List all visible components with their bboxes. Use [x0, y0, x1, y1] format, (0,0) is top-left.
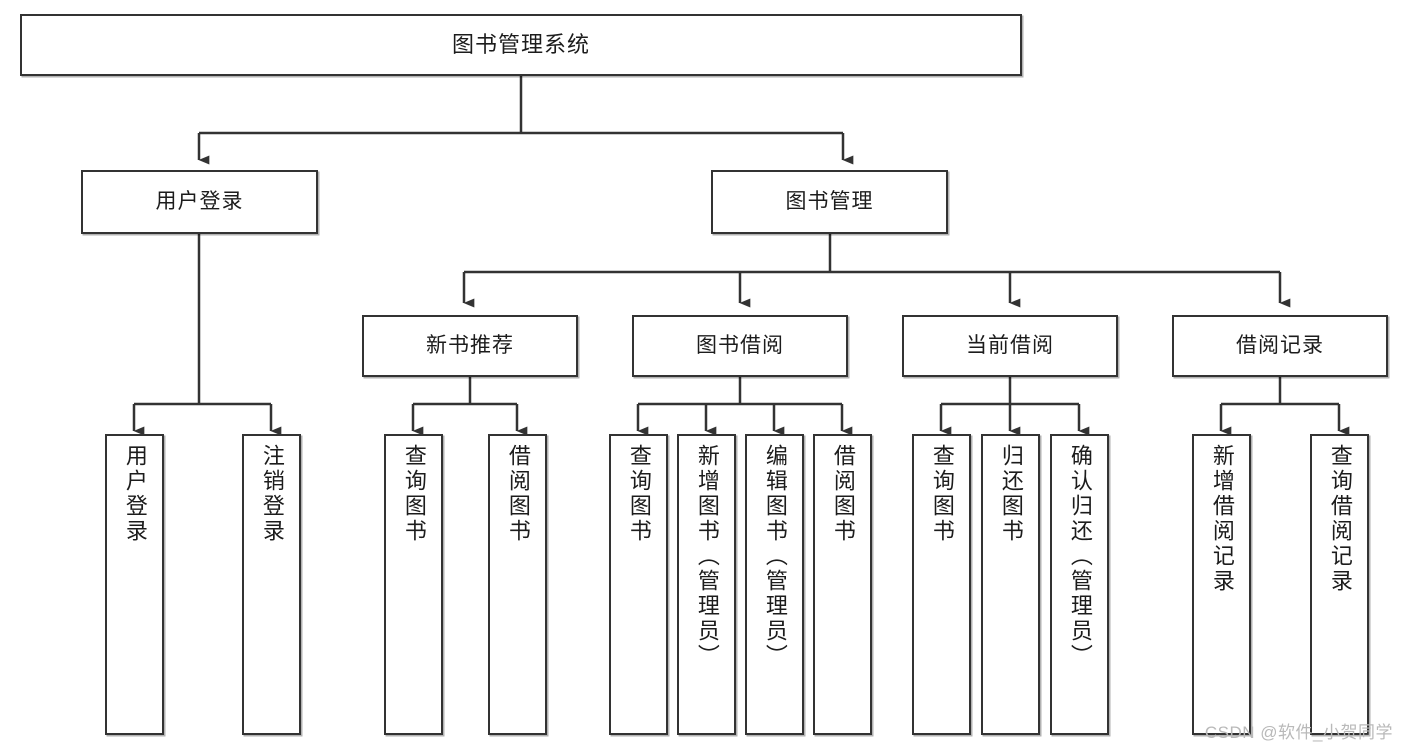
node-leaf-user-logout[interactable]: 注销登录: [242, 434, 301, 735]
node-label: 归还图书: [998, 444, 1024, 544]
node-label: 查询图书: [929, 444, 955, 544]
node-label: 借阅记录: [1236, 333, 1324, 357]
node-label: 新增图书（管理员）: [694, 444, 720, 669]
node-label: 查询图书: [626, 444, 652, 544]
node-leaf-add-record[interactable]: 新增借阅记录: [1192, 434, 1251, 735]
node-label: 用户登录: [155, 189, 244, 213]
node-leaf-query-book-3[interactable]: 查询图书: [912, 434, 971, 735]
node-user-login[interactable]: 用户登录: [81, 170, 318, 234]
node-label: 新增借阅记录: [1209, 444, 1235, 594]
node-leaf-return-book[interactable]: 归还图书: [981, 434, 1040, 735]
node-leaf-query-record[interactable]: 查询借阅记录: [1310, 434, 1369, 735]
node-label: 借阅图书: [830, 444, 856, 544]
node-label: 新书推荐: [426, 333, 514, 357]
node-label: 图书借阅: [696, 333, 784, 357]
node-leaf-confirm-return[interactable]: 确认归还（管理员）: [1050, 434, 1109, 735]
node-label: 用户登录: [122, 444, 148, 544]
node-label: 借阅图书: [505, 444, 531, 544]
node-label: 查询图书: [401, 444, 427, 544]
node-leaf-add-book[interactable]: 新增图书（管理员）: [677, 434, 736, 735]
node-label: 查询借阅记录: [1327, 444, 1353, 594]
node-label: 编辑图书（管理员）: [762, 444, 788, 669]
node-new-book-recommend[interactable]: 新书推荐: [362, 315, 578, 377]
node-root-system[interactable]: 图书管理系统: [20, 14, 1022, 76]
node-label: 图书管理系统: [451, 32, 590, 58]
node-leaf-query-book-2[interactable]: 查询图书: [609, 434, 668, 735]
node-book-manage[interactable]: 图书管理: [711, 170, 948, 234]
node-book-borrow[interactable]: 图书借阅: [632, 315, 848, 377]
node-label: 注销登录: [259, 444, 285, 544]
node-label: 确认归还（管理员）: [1067, 444, 1093, 669]
node-leaf-edit-book[interactable]: 编辑图书（管理员）: [745, 434, 804, 735]
node-label: 当前借阅: [966, 333, 1054, 357]
node-leaf-borrow-book-1[interactable]: 借阅图书: [488, 434, 547, 735]
node-leaf-borrow-book-2[interactable]: 借阅图书: [813, 434, 872, 735]
node-leaf-query-book-1[interactable]: 查询图书: [384, 434, 443, 735]
node-current-borrow[interactable]: 当前借阅: [902, 315, 1118, 377]
node-borrow-record[interactable]: 借阅记录: [1172, 315, 1388, 377]
node-leaf-user-login[interactable]: 用户登录: [105, 434, 164, 735]
node-label: 图书管理: [785, 189, 874, 213]
